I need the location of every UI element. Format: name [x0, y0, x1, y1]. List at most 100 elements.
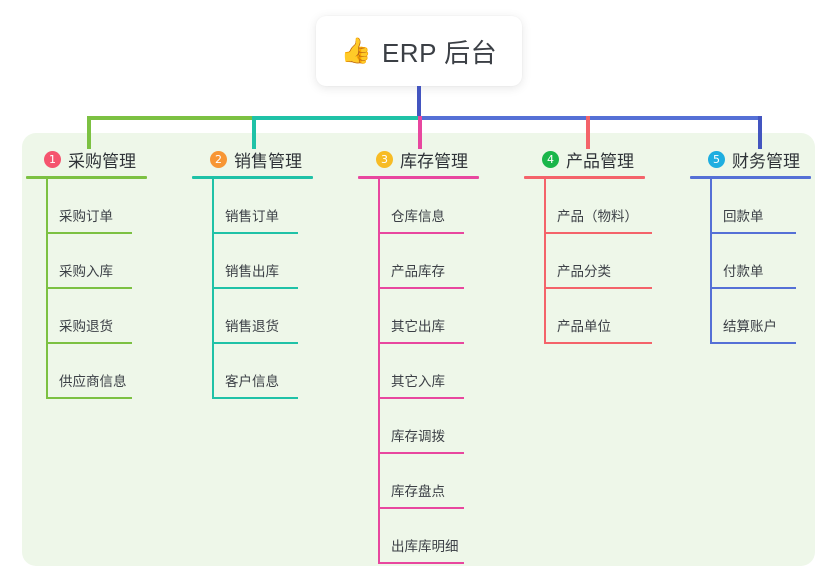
- branch-item[interactable]: 销售退货: [192, 289, 313, 344]
- branch-column-3: 3 库存管理仓库信息产品库存其它出库其它入库库存调拨库存盘点出库库明细: [358, 146, 479, 564]
- branch-item-underline: [378, 342, 464, 344]
- branch-item-underline: [46, 342, 132, 344]
- bar-segment-blue: [420, 116, 762, 120]
- branch-item[interactable]: 库存盘点: [358, 454, 479, 509]
- branch-item-label: 仓库信息: [391, 209, 445, 224]
- branch-item-label: 产品单位: [557, 319, 611, 334]
- branch-item-label: 库存盘点: [391, 484, 445, 499]
- branch-item-underline: [46, 287, 132, 289]
- branch-item-underline: [378, 507, 464, 509]
- branch-item-label: 采购入库: [59, 264, 113, 279]
- branch-item-underline: [46, 232, 132, 234]
- branch-item[interactable]: 销售出库: [192, 234, 313, 289]
- branch-item-label: 回款单: [723, 209, 764, 224]
- branch-item[interactable]: 产品库存: [358, 234, 479, 289]
- branch-item-underline: [544, 232, 652, 234]
- branch-item-underline: [544, 342, 652, 344]
- branch-item-label: 付款单: [723, 264, 764, 279]
- branch-underline: [192, 176, 313, 179]
- branch-item-label: 供应商信息: [59, 374, 127, 389]
- branch-title: 库存管理: [400, 151, 468, 171]
- bar-segment-teal: [254, 116, 420, 120]
- branch-item-label: 结算账户: [723, 319, 777, 334]
- branch-item-underline: [212, 287, 298, 289]
- branch-item-label: 采购退货: [59, 319, 113, 334]
- branch-items: 回款单付款单结算账户: [690, 179, 811, 344]
- branch-items: 仓库信息产品库存其它出库其它入库库存调拨库存盘点出库库明细: [358, 179, 479, 564]
- branch-item[interactable]: 出库库明细: [358, 509, 479, 564]
- branch-item[interactable]: 采购入库: [26, 234, 147, 289]
- root-trunk: [417, 86, 421, 119]
- branch-item[interactable]: 采购退货: [26, 289, 147, 344]
- branch-item[interactable]: 回款单: [690, 179, 811, 234]
- branches-panel: [22, 133, 815, 566]
- root-node[interactable]: 👍 ERP 后台: [316, 16, 522, 86]
- branch-trunk-line: [46, 179, 48, 399]
- branch-item-label: 销售出库: [225, 264, 279, 279]
- branch-item[interactable]: 其它出库: [358, 289, 479, 344]
- branch-item[interactable]: 其它入库: [358, 344, 479, 399]
- branch-items: 产品（物料） 产品分类产品单位: [524, 179, 652, 344]
- branch-item-underline: [378, 562, 464, 564]
- branch-trunk-line: [212, 179, 214, 399]
- branch-item-underline: [710, 232, 796, 234]
- branch-item-label: 销售退货: [225, 319, 279, 334]
- branch-item-underline: [212, 232, 298, 234]
- branch-item-underline: [378, 397, 464, 399]
- branch-item[interactable]: 付款单: [690, 234, 811, 289]
- branch-trunk-line: [710, 179, 712, 344]
- branch-item[interactable]: 结算账户: [690, 289, 811, 344]
- branch-item[interactable]: 产品单位: [524, 289, 652, 344]
- branch-underline: [358, 176, 479, 179]
- branch-item-label: 出库库明细: [391, 539, 459, 554]
- branch-item-label: 产品库存: [391, 264, 445, 279]
- branch-title: 采购管理: [68, 151, 136, 171]
- branch-item-underline: [544, 287, 652, 289]
- branch-item-label: 库存调拨: [391, 429, 445, 444]
- branch-item-label: 其它入库: [391, 374, 445, 389]
- branch-header-3[interactable]: 3 库存管理: [358, 146, 479, 172]
- branch-item-underline: [212, 397, 298, 399]
- branch-item[interactable]: 采购订单: [26, 179, 147, 234]
- branch-item-underline: [710, 342, 796, 344]
- branch-item-underline: [710, 287, 796, 289]
- branch-item[interactable]: 产品（物料）: [524, 179, 652, 234]
- branch-item-label: 采购订单: [59, 209, 113, 224]
- branch-item-underline: [378, 287, 464, 289]
- branch-item-underline: [378, 452, 464, 454]
- branch-underline: [690, 176, 811, 179]
- branch-item-underline: [378, 232, 464, 234]
- branch-trunk-line: [544, 179, 546, 344]
- branch-number-badge: 5: [708, 150, 725, 168]
- branch-item-label: 产品分类: [557, 264, 611, 279]
- branch-item[interactable]: 仓库信息: [358, 179, 479, 234]
- branch-item[interactable]: 库存调拨: [358, 399, 479, 454]
- branch-item-label: 产品（物料）: [557, 209, 638, 224]
- bar-segment-green: [87, 116, 254, 120]
- branch-item[interactable]: 供应商信息: [26, 344, 147, 399]
- thumbs-up-icon: 👍: [340, 36, 372, 65]
- branch-underline: [524, 176, 645, 179]
- branch-underline: [26, 176, 147, 179]
- branch-item-label: 其它出库: [391, 319, 445, 334]
- branch-number-badge: 4: [542, 150, 559, 168]
- branch-item[interactable]: 客户信息: [192, 344, 313, 399]
- branch-title: 销售管理: [234, 151, 302, 171]
- branch-trunk-line: [378, 179, 380, 564]
- branch-number-badge: 3: [376, 150, 393, 168]
- branch-title: 产品管理: [566, 151, 634, 171]
- branch-item-label: 客户信息: [225, 374, 279, 389]
- branch-item[interactable]: 销售订单: [192, 179, 313, 234]
- root-title: ERP 后台: [381, 37, 498, 68]
- branch-items: 采购订单采购入库采购退货供应商信息: [26, 179, 147, 399]
- branch-header-4[interactable]: 4 产品管理: [524, 146, 645, 172]
- branch-item[interactable]: 产品分类: [524, 234, 652, 289]
- branch-column-4: 4 产品管理产品（物料） 产品分类产品单位: [524, 146, 652, 344]
